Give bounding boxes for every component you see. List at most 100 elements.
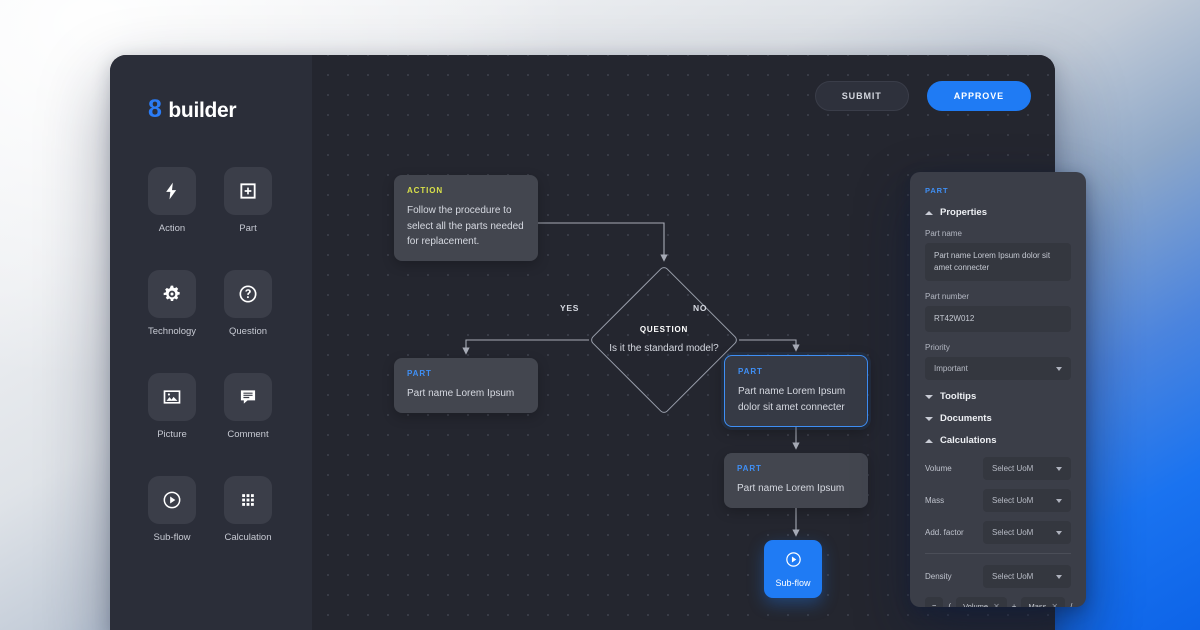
- calc-row-volume: Volume Select UoM: [925, 457, 1071, 480]
- tool-label: Technology: [148, 326, 197, 337]
- panel-divider: [925, 553, 1071, 554]
- calc-row-add-factor: Add. factor Select UoM: [925, 521, 1071, 544]
- tool-label: Calculation: [224, 532, 272, 543]
- formula-operator-plus: +: [1011, 602, 1017, 607]
- node-body: Part name Lorem Ipsum dolor sit amet con…: [738, 386, 846, 413]
- flow-node-part-yes[interactable]: PART Part name Lorem Ipsum: [394, 358, 538, 413]
- uom-select-mass[interactable]: Select UoM: [983, 489, 1071, 512]
- play-circle-icon: [148, 476, 196, 524]
- part-name-label: Part name: [925, 229, 962, 238]
- properties-panel: PART Properties Part name Part name Lore…: [910, 172, 1086, 607]
- uom-value: Select UoM: [992, 464, 1034, 473]
- chevron-up-icon: [925, 438, 933, 443]
- chevron-down-icon: [1056, 530, 1062, 535]
- tool-comment[interactable]: Comment: [224, 373, 272, 440]
- chevron-down-icon: [1056, 574, 1062, 579]
- uom-select-density[interactable]: Select UoM: [983, 565, 1071, 588]
- panel-kicker: PART: [925, 186, 949, 195]
- play-circle-icon: [785, 551, 802, 573]
- flow-node-part-lower[interactable]: PART Part name Lorem Ipsum: [724, 453, 868, 508]
- canvas-toolbar: SUBMIT APPROVE: [814, 81, 1031, 111]
- close-icon[interactable]: ✕: [993, 602, 1000, 607]
- comment-icon: [224, 373, 272, 421]
- formula-builder: = ( Volume ✕ + Mass ✕ /: [925, 597, 1073, 607]
- part-number-label: Part number: [925, 292, 970, 301]
- tool-technology[interactable]: Technology: [148, 270, 196, 337]
- lightning-bolt-icon: [148, 167, 196, 215]
- node-kicker: QUESTION: [639, 324, 689, 334]
- image-icon: [148, 373, 196, 421]
- uom-value: Select UoM: [992, 528, 1034, 537]
- tool-part[interactable]: Part: [224, 167, 272, 234]
- approve-button[interactable]: APPROVE: [926, 81, 1031, 111]
- node-body: Follow the procedure to select all the p…: [407, 205, 524, 247]
- uom-select-add-factor[interactable]: Select UoM: [983, 521, 1071, 544]
- section-documents[interactable]: Documents: [925, 413, 1071, 424]
- tool-label: Picture: [157, 429, 187, 440]
- tool-label: Question: [228, 326, 268, 337]
- calc-label: Volume: [925, 464, 952, 473]
- part-number-input[interactable]: RT42W012: [925, 306, 1071, 332]
- priority-label: Priority: [925, 343, 950, 352]
- plus-square-icon: [224, 167, 272, 215]
- part-name-input[interactable]: Part name Lorem Ipsum dolor sit amet con…: [925, 243, 1071, 281]
- tool-label: Sub-flow: [153, 532, 191, 543]
- node-kicker: ACTION: [407, 186, 444, 195]
- gear-icon: [148, 270, 196, 318]
- flow-node-part-selected[interactable]: PART Part name Lorem Ipsum dolor sit ame…: [724, 355, 868, 427]
- uom-value: Select UoM: [992, 572, 1034, 581]
- grid-dots-icon: [224, 476, 272, 524]
- section-title: Properties: [940, 207, 987, 218]
- logo-mark-icon: 8: [148, 95, 162, 123]
- section-calculations[interactable]: Calculations: [925, 435, 1071, 446]
- app-logo: 8 builder: [148, 95, 237, 123]
- logo-text: builder: [168, 99, 237, 122]
- tool-question[interactable]: Question: [224, 270, 272, 337]
- question-circle-icon: [224, 270, 272, 318]
- tool-label: Part: [239, 223, 257, 234]
- chevron-down-icon: [925, 416, 933, 421]
- formula-term-mass[interactable]: Mass ✕: [1021, 597, 1066, 607]
- tool-action[interactable]: Action: [148, 167, 196, 234]
- node-kicker: PART: [407, 369, 432, 378]
- flow-node-action[interactable]: ACTION Follow the procedure to select al…: [394, 175, 538, 261]
- submit-button[interactable]: SUBMIT: [814, 81, 909, 111]
- node-kicker: PART: [738, 367, 763, 376]
- tool-palette: Action Part Technology: [148, 167, 280, 543]
- chevron-up-icon: [925, 210, 933, 215]
- branch-label-yes: YES: [560, 303, 580, 313]
- formula-term-label: Mass: [1028, 602, 1047, 607]
- calc-label: Add. factor: [925, 528, 964, 537]
- chevron-down-icon: [1056, 498, 1062, 503]
- uom-value: Select UoM: [992, 496, 1034, 505]
- flow-node-question[interactable]: QUESTION Is it the standard model?: [589, 265, 739, 415]
- chevron-down-icon: [1056, 466, 1062, 471]
- node-body: Is it the standard model?: [609, 342, 719, 354]
- section-tooltips[interactable]: Tooltips: [925, 391, 1071, 402]
- section-title: Calculations: [940, 435, 997, 446]
- priority-value: Important: [934, 364, 968, 373]
- calc-label: Mass: [925, 496, 945, 505]
- uom-select-volume[interactable]: Select UoM: [983, 457, 1071, 480]
- formula-equals-chip[interactable]: =: [925, 597, 944, 607]
- section-title: Documents: [940, 413, 992, 424]
- flow-node-subflow[interactable]: Sub-flow: [764, 540, 822, 598]
- tool-calculation[interactable]: Calculation: [224, 476, 272, 543]
- branch-label-no: NO: [693, 303, 708, 313]
- chevron-down-icon: [925, 394, 933, 399]
- formula-term-volume[interactable]: Volume ✕: [956, 597, 1007, 607]
- formula-operator-divide: /: [1070, 602, 1073, 607]
- tool-picture[interactable]: Picture: [148, 373, 196, 440]
- tool-subflow[interactable]: Sub-flow: [148, 476, 196, 543]
- node-body: Part name Lorem Ipsum: [407, 388, 515, 399]
- node-kicker: PART: [737, 464, 762, 473]
- chevron-down-icon: [1056, 366, 1062, 371]
- priority-select[interactable]: Important: [925, 357, 1071, 380]
- close-icon[interactable]: ✕: [1051, 602, 1059, 607]
- node-body: Part name Lorem Ipsum: [737, 483, 845, 494]
- tool-label: Comment: [227, 429, 269, 440]
- section-properties[interactable]: Properties: [925, 207, 1071, 218]
- formula-term-label: Volume: [963, 602, 989, 607]
- calc-label: Density: [925, 572, 952, 581]
